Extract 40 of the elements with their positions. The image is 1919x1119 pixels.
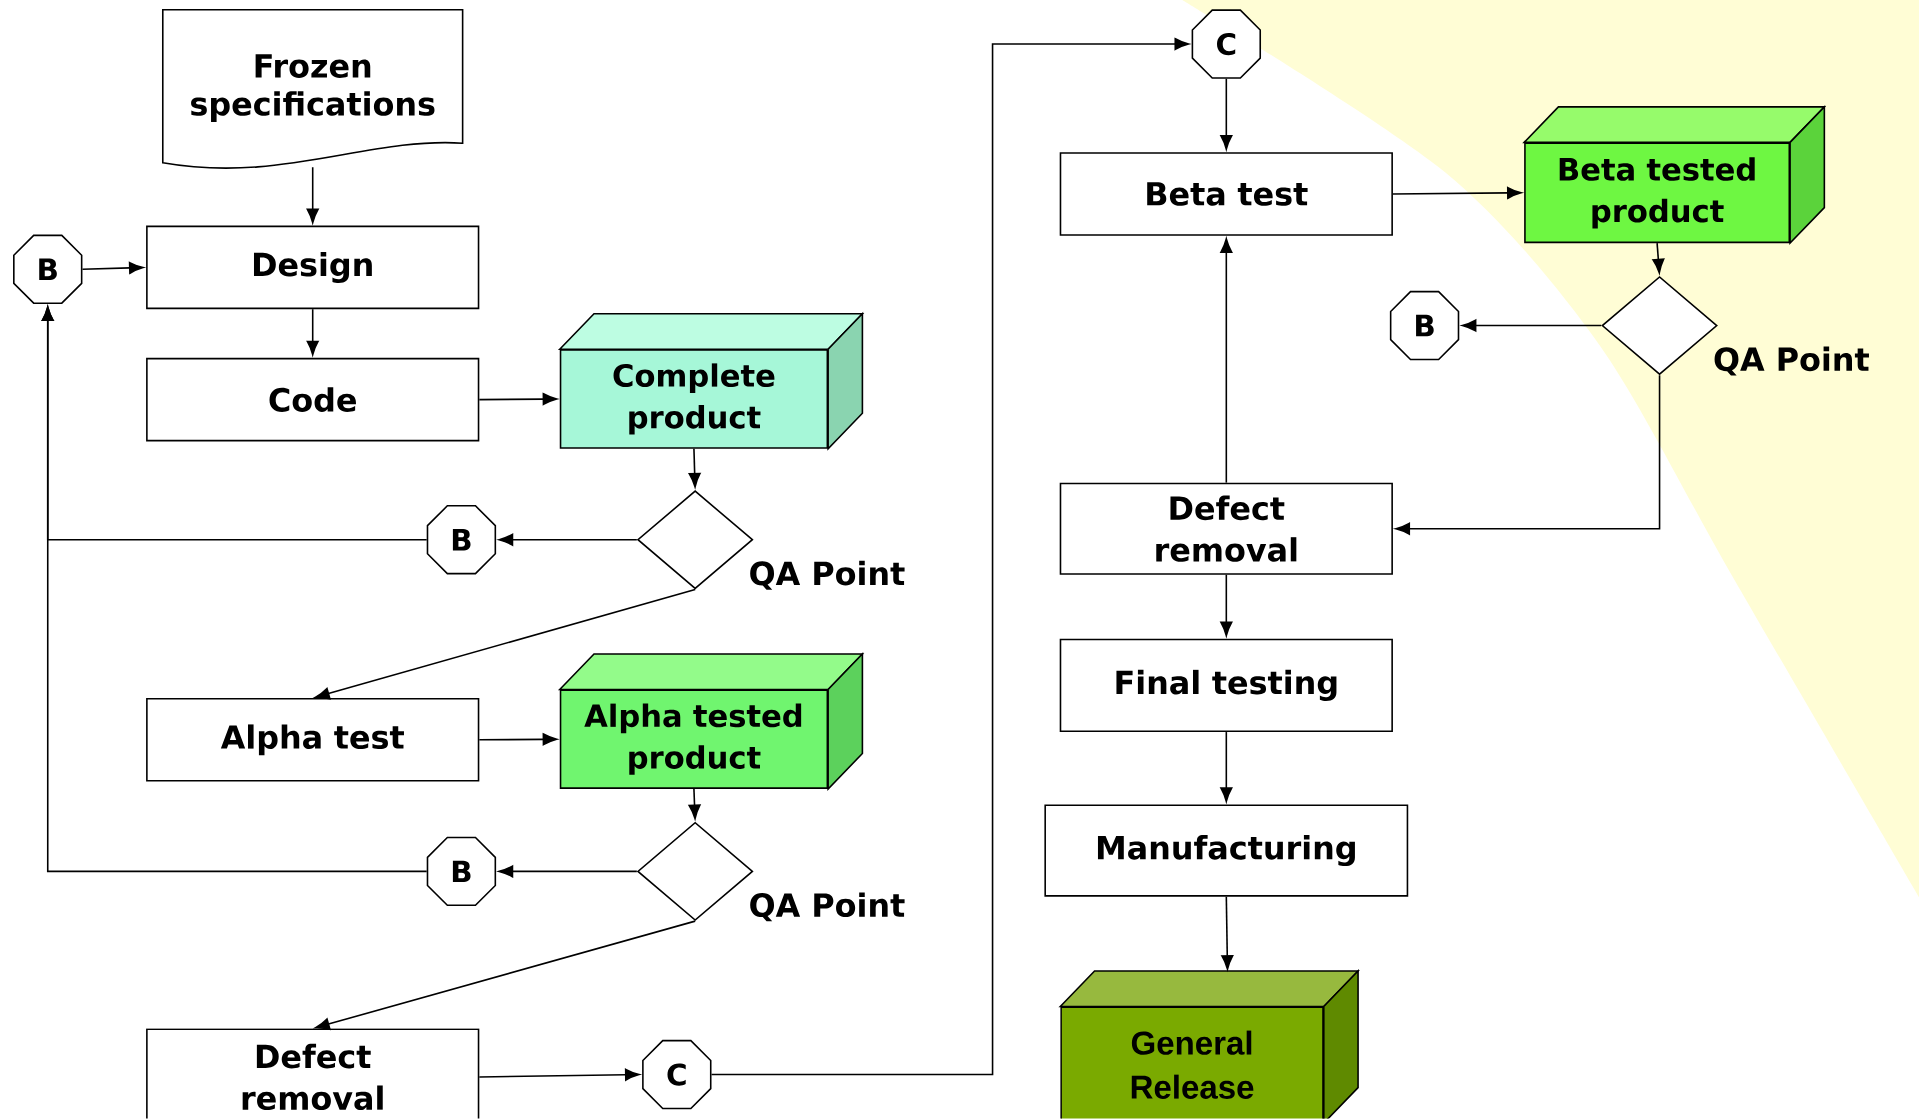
process-box: Code [146, 358, 480, 442]
connector-octagon: B [1389, 291, 1460, 361]
arrow [41, 306, 428, 873]
arrow [478, 733, 558, 746]
arrow [1221, 896, 1234, 971]
arrow [306, 308, 319, 356]
arrow [688, 448, 701, 488]
arrow [1392, 187, 1522, 200]
arrow [1220, 574, 1233, 637]
arrow [1461, 319, 1603, 332]
arrow [498, 865, 638, 878]
arrow [81, 262, 144, 275]
connector-octagon: B [426, 505, 497, 575]
qa-label: QA Point [750, 892, 905, 922]
arrow [478, 1068, 640, 1082]
connector-octagon: B [13, 234, 83, 305]
arrow [1220, 731, 1233, 803]
arrow [498, 533, 638, 547]
arrow [478, 393, 558, 406]
connector-octagon: C [1191, 9, 1262, 79]
process-box: Alpha test [146, 698, 480, 782]
connector-octagon: C [642, 1040, 712, 1110]
arrow [1220, 238, 1233, 484]
process-box: Beta test [1059, 152, 1393, 236]
arrow [1395, 374, 1661, 536]
process-box: Design [146, 225, 480, 310]
process-box: Final testing [1059, 638, 1393, 733]
qa-label: QA Point [1714, 346, 1869, 376]
process-box: Defect removal [1059, 482, 1393, 575]
arrow [306, 166, 319, 224]
process-box: Manufacturing [1044, 804, 1409, 897]
process-box: Defect removal [146, 1028, 480, 1119]
arrow [1652, 242, 1665, 274]
arrow [688, 788, 701, 820]
arrow [314, 920, 696, 1031]
qa-label: QA Point [750, 561, 905, 590]
arrow [1220, 78, 1233, 151]
arrow [314, 588, 696, 700]
arrow [710, 38, 1190, 1076]
connector-octagon: B [426, 836, 497, 907]
